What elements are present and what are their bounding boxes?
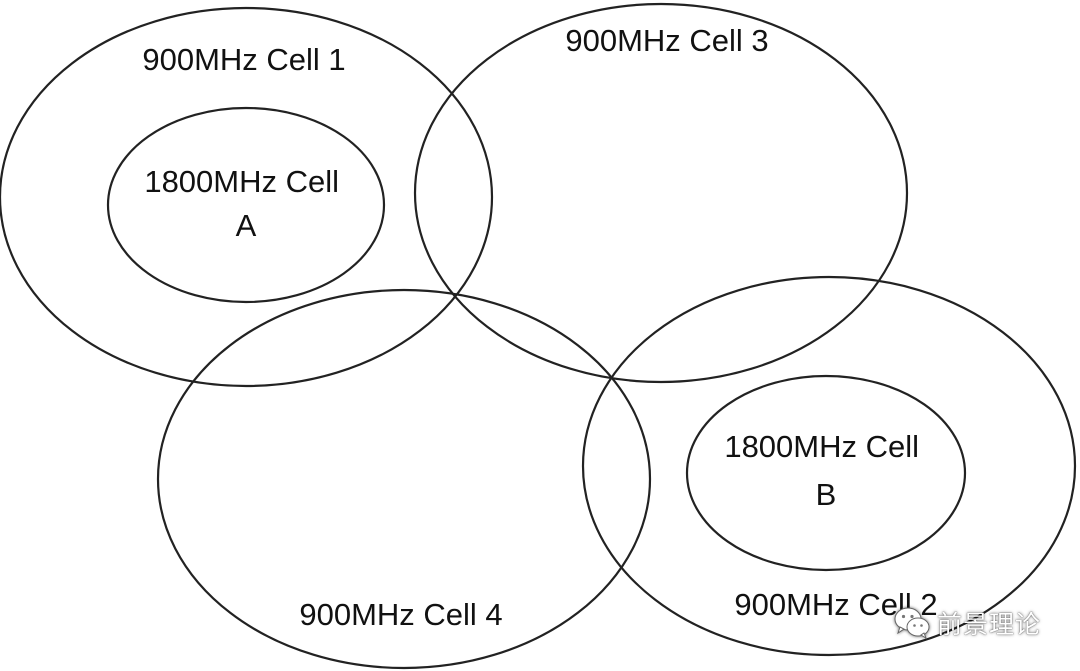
cell-900-1-ellipse [0, 6, 494, 388]
cell-1800-a-ellipse [106, 106, 386, 304]
cell-900-4-label: 900MHz Cell 4 [299, 597, 502, 632]
cell-900-2: 900MHz Cell 2 [581, 275, 1077, 657]
cell-1800-b: 1800MHz Cell B [685, 374, 967, 572]
cell-900-3-ellipse [413, 2, 909, 384]
wechat-icon [894, 607, 930, 640]
cell-900-4: 900MHz Cell 4 [156, 288, 652, 670]
cell-900-1-label: 900MHz Cell 1 [142, 42, 345, 77]
cell-900-1: 900MHz Cell 1 [0, 6, 494, 388]
cell-1800-a: 1800MHz Cell A [106, 106, 386, 304]
cell-1800-a-label-line-1: 1800MHz Cell [144, 164, 339, 199]
cell-900-3: 900MHz Cell 3 [413, 2, 909, 384]
cell-900-2-ellipse [581, 275, 1077, 657]
cell-1800-b-label: 1800MHz Cell B [724, 429, 927, 512]
cell-900-3-label: 900MHz Cell 3 [565, 23, 768, 58]
cell-900-3-label-line-1: 900MHz Cell 3 [565, 23, 768, 58]
cell-900-4-label-line-1: 900MHz Cell 4 [299, 597, 502, 632]
cell-1800-b-ellipse [685, 374, 967, 572]
cell-1800-b-label-line-2: B [816, 477, 837, 512]
cell-1800-b-label-line-1: 1800MHz Cell [724, 429, 919, 464]
watermark-text: 前景理论 [937, 610, 1042, 639]
cell-1800-a-label-line-2: A [236, 208, 257, 243]
cell-900-4-ellipse [156, 288, 652, 670]
cell-1800-a-label: 1800MHz Cell A [144, 164, 347, 243]
cell-900-1-label-line-1: 900MHz Cell 1 [142, 42, 345, 77]
watermark: 前景理论 [893, 603, 1041, 643]
